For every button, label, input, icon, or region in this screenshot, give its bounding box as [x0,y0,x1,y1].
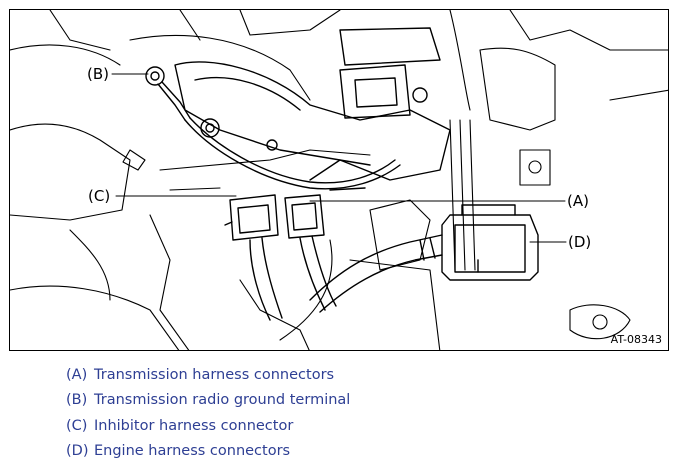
legend-item: (D) Engine harness connectors [66,439,350,464]
legend-text: Inhibitor harness connector [94,417,294,434]
inhibitor-connector-c [224,194,283,321]
legend-list: (A) Transmission harness connectors (B) … [66,362,350,464]
legend-text: Engine harness connectors [94,443,291,460]
legend-key: (A) [66,366,88,383]
legend-item: (C) Inhibitor harness connector [66,413,350,439]
background-structure [10,10,668,350]
line-art-drawing [10,10,668,350]
engine-connector-d [309,204,539,313]
legend-key: (C) [66,417,88,434]
callout-b: (B) [87,65,109,83]
legend-item: (B) Transmission radio ground terminal [66,388,350,414]
leader-lines [111,73,567,243]
callout-c: (C) [88,187,111,205]
legend-item: (A) Transmission harness connectors [66,362,350,388]
engine-bay-illustration: (B) (C) (A) (D) AT-08343 [9,9,669,351]
legend-key: (B) [66,392,88,409]
figure-id: AT-08343 [610,333,662,346]
legend-text: Transmission harness connectors [94,366,335,383]
callout-a: (A) [567,192,589,210]
legend-text: Transmission radio ground terminal [94,392,351,409]
mount-bracket [174,27,451,181]
callout-d: (D) [568,233,592,251]
legend-key: (D) [66,443,89,460]
ground-terminal-b [145,66,401,190]
